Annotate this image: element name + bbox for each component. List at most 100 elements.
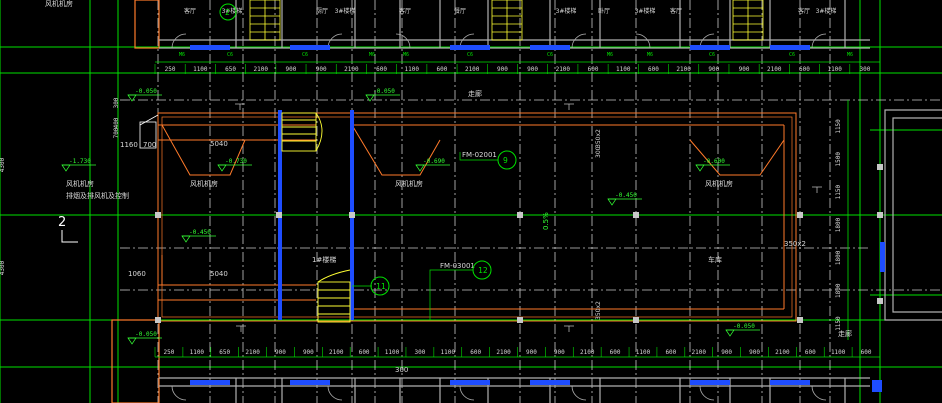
level-triangle <box>415 164 425 172</box>
corner-label: 风机机房 <box>45 0 73 8</box>
dimension-value: 600 <box>861 349 872 356</box>
level-value: -0.730 <box>225 158 247 165</box>
dim-5040-top: 5040 <box>210 140 228 148</box>
level-value: -0.050 <box>135 331 157 338</box>
top-windows <box>190 45 810 50</box>
dimension-value: 2100 <box>245 349 260 356</box>
dimension-value: 900 <box>316 66 327 73</box>
dimension-value: 2100 <box>580 349 595 356</box>
window-code: M6 <box>847 52 853 58</box>
level-value: -0.050 <box>135 88 157 95</box>
window-code: C6 <box>227 52 233 58</box>
dimension-value: 900 <box>554 349 565 356</box>
dimension-value: 1800 <box>835 250 842 265</box>
dimension-value: 900 <box>527 66 538 73</box>
dimension-value: 1100 <box>385 349 400 356</box>
dimension-value: 600 <box>470 349 481 356</box>
dimension-value: 1100 <box>636 349 651 356</box>
dimension-value: 1150 <box>835 119 842 134</box>
window-code: M6 <box>369 52 375 58</box>
dim-350-a: 350x2 <box>784 240 806 248</box>
note-a: 风机机房 <box>66 179 94 188</box>
note-c: 风机机房 <box>395 179 423 188</box>
room-label: 卧厅 <box>598 7 610 15</box>
dimension-value: 650 <box>219 349 230 356</box>
door-2-label: FM-03001 <box>440 262 475 270</box>
room-label: 3#楼梯 <box>222 7 243 15</box>
dimension-value: 600 <box>610 349 621 356</box>
note-a2: 排烟及排风机及控制 <box>66 191 129 200</box>
top-stairs <box>249 0 764 41</box>
note-d: 风机机房 <box>705 179 733 188</box>
dimension-value: 2100 <box>496 349 511 356</box>
level-value: -0.450 <box>615 192 637 199</box>
level-triangle <box>695 164 705 172</box>
dimension-value: 1100 <box>831 349 846 356</box>
level-triangle <box>607 198 617 206</box>
dashed-axes <box>157 0 831 403</box>
axis-bubble-d: 12 <box>472 260 492 280</box>
dimension-value: 2100 <box>344 66 359 73</box>
dim-5040-bottom: 5040 <box>210 270 228 278</box>
level-triangle <box>61 164 71 172</box>
dimension-value: 1800 <box>835 283 842 298</box>
window-code: M6 <box>403 52 409 58</box>
window-code: C6 <box>467 52 473 58</box>
dim-300-b: 300 <box>595 146 602 158</box>
svg-text:9: 9 <box>503 156 508 165</box>
dim-700: 700 <box>143 141 156 149</box>
room-label: 餐厅 <box>454 7 466 15</box>
dimension-value: 600 <box>376 66 387 73</box>
dimension-value: 900 <box>526 349 537 356</box>
dimension-value: 600 <box>588 66 599 73</box>
window-code: M6 <box>607 52 613 58</box>
dimension-value: 2100 <box>775 349 790 356</box>
section-marker: 2 <box>58 215 78 243</box>
level-triangle <box>181 235 191 243</box>
right-walls <box>884 109 942 321</box>
dimension-value: 1150 <box>835 185 842 200</box>
dimension-value: 1100 <box>190 349 205 356</box>
dim-350-c: 350x2 <box>595 301 602 320</box>
level-value: -0.690 <box>423 158 445 165</box>
level-triangle <box>365 94 375 102</box>
room-label: 3#楼梯 <box>635 7 656 15</box>
dimension-value: 2100 <box>254 66 269 73</box>
window-code: C6 <box>789 52 795 58</box>
window-code: C6 <box>547 52 553 58</box>
door-1-label: FM-02001 <box>462 151 497 159</box>
small-ticks <box>235 103 822 332</box>
dimension-value: 2100 <box>556 66 571 73</box>
stair-1-label: 1#楼梯 <box>312 255 336 264</box>
svg-text:2: 2 <box>58 215 66 230</box>
dimension-value: 900 <box>275 349 286 356</box>
dimension-value: 900 <box>497 66 508 73</box>
dimension-value: 4300 <box>0 157 6 172</box>
dimension-value: 250 <box>165 66 176 73</box>
dimension-value: 2100 <box>329 349 344 356</box>
dimension-value: 1800 <box>835 217 842 232</box>
dim-300-a: 300 <box>395 366 408 374</box>
dimension-value: 1100 <box>827 66 842 73</box>
level-markers: -0.050-0.050-1.730-0.730-0.690-0.600-0.4… <box>61 88 760 345</box>
trench-white <box>139 114 159 149</box>
room-label: 客厅 <box>184 7 196 15</box>
level-triangle <box>217 164 227 172</box>
right-window <box>880 242 885 272</box>
dimension-value: 600 <box>648 66 659 73</box>
dimension-value: 600 <box>805 349 816 356</box>
dimension-value: 600 <box>437 66 448 73</box>
window-code: M6 <box>647 52 653 58</box>
window-code: C6 <box>302 52 308 58</box>
level-value: -0.450 <box>189 229 211 236</box>
dimension-value: 1100 <box>616 66 631 73</box>
room-label: 客厅 <box>399 7 411 15</box>
basement-stairs <box>281 112 351 323</box>
room-label: 3#楼梯 <box>556 7 577 15</box>
